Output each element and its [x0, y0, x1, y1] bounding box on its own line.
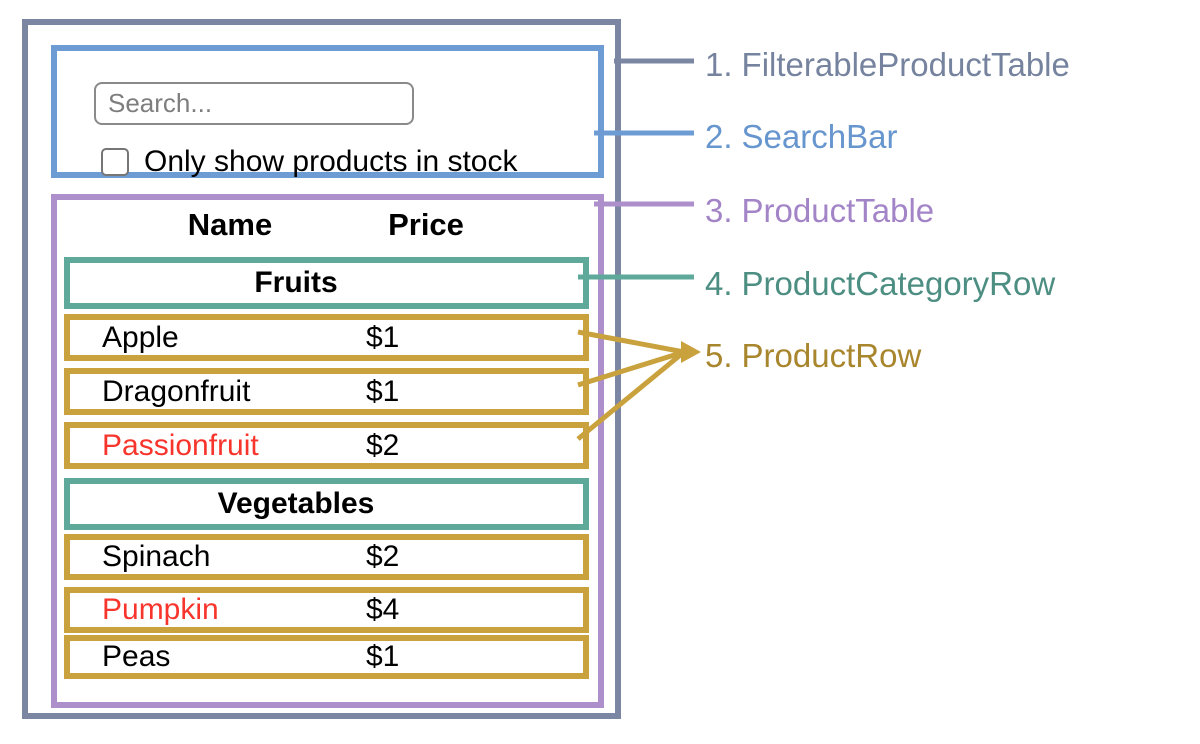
legend-label-product-row: 5.ProductRow	[705, 336, 921, 376]
legend-label-product-table: 3.ProductTable	[705, 191, 934, 231]
product-name: Dragonfruit	[102, 374, 251, 408]
product-row-spinach: Spinach $2	[64, 534, 589, 580]
product-row-pumpkin: Pumpkin $4	[64, 587, 589, 633]
legend-number: 2.	[705, 118, 733, 155]
product-row-dragonfruit: Dragonfruit $1	[64, 368, 589, 415]
column-header-name: Name	[187, 207, 273, 242]
legend-number: 3.	[705, 192, 733, 229]
legend-name: ProductRow	[741, 337, 922, 374]
in-stock-filter-row: Only show products in stock	[101, 145, 518, 179]
filterable-product-table-box: Only show products in stock Name Price F…	[22, 19, 621, 719]
product-price: $2	[366, 540, 400, 573]
table-header-row: Name Price	[57, 207, 598, 243]
legend-label-product-category-row: 4.ProductCategoryRow	[705, 264, 1055, 304]
legend-name: FilterableProductTable	[741, 46, 1070, 83]
search-bar-box: Only show products in stock	[51, 45, 604, 178]
legend-name: ProductTable	[741, 192, 935, 229]
search-input[interactable]	[94, 82, 414, 125]
in-stock-label: Only show products in stock	[144, 145, 518, 178]
product-row-passionfruit: Passionfruit $2	[64, 422, 589, 469]
product-name: Peas	[102, 640, 171, 673]
legend-label-search-bar: 2.SearchBar	[705, 117, 897, 157]
product-table-box: Name Price Fruits Apple $1 Dragonfruit $…	[51, 194, 604, 708]
product-name: Passionfruit	[102, 428, 259, 462]
legend-number: 1.	[705, 46, 733, 83]
product-category-row-vegetables: Vegetables	[64, 478, 589, 530]
column-header-price: Price	[388, 207, 464, 242]
product-row-apple: Apple $1	[64, 314, 589, 361]
product-price: $1	[366, 374, 400, 408]
product-price: $1	[366, 320, 400, 354]
legend-number: 5.	[705, 337, 733, 374]
product-price: $1	[366, 640, 400, 673]
product-name: Spinach	[102, 540, 211, 573]
legend-number: 4.	[705, 265, 733, 302]
category-label: Vegetables	[217, 487, 375, 520]
category-label: Fruits	[254, 266, 338, 299]
legend-name: ProductCategoryRow	[741, 265, 1056, 302]
product-price: $2	[366, 428, 400, 462]
product-price: $4	[366, 593, 400, 626]
in-stock-checkbox[interactable]	[101, 148, 129, 176]
product-row-peas: Peas $1	[64, 635, 589, 679]
product-name: Apple	[102, 320, 179, 354]
product-category-row-fruits: Fruits	[64, 257, 589, 309]
legend-label-filterable-product-table: 1.FilterableProductTable	[705, 45, 1070, 85]
product-name: Pumpkin	[102, 593, 219, 626]
legend-name: SearchBar	[741, 118, 898, 155]
arrowhead-icon	[681, 341, 701, 363]
